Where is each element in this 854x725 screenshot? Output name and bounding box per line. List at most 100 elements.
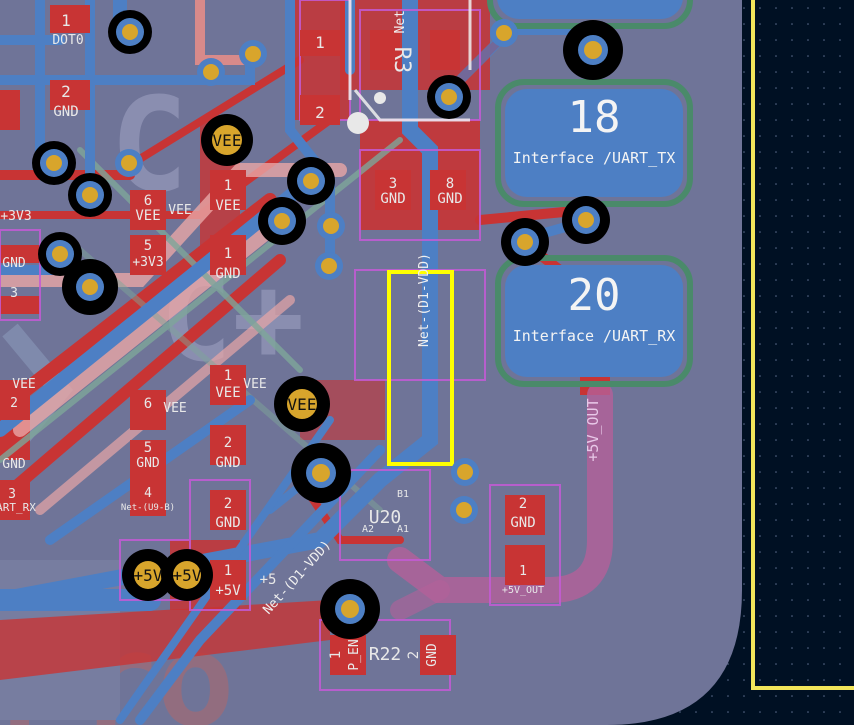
label-pin2-gnd-d: GND — [510, 515, 535, 531]
via[interactable] — [62, 259, 118, 315]
label-pin6-vee-num: 6 — [144, 193, 152, 209]
via[interactable] — [108, 10, 152, 54]
via[interactable] — [490, 19, 518, 47]
label-r3-pin1: 1 — [315, 33, 325, 52]
label-pin6-vee: VEE — [135, 208, 160, 224]
via[interactable] — [258, 197, 306, 245]
label-2-left: 2 — [10, 396, 18, 411]
label-vee-left: VEE — [243, 377, 266, 392]
label-pin5-gnd-num: 5 — [144, 440, 152, 456]
via-vee-1[interactable]: VEE — [201, 114, 253, 166]
silk-outlines — [348, 0, 472, 122]
net-label-d1-vdd-vertical: Net-(D1-VDD) — [417, 253, 432, 347]
label-pin2-gnd-c: GND — [215, 515, 240, 531]
board-edge-outline — [751, 0, 854, 690]
label-pin2-gnd-num: 2 — [61, 82, 71, 101]
label-gnd-left: GND — [2, 256, 26, 271]
via[interactable] — [427, 75, 471, 119]
label-3v3-left: +3V3 — [0, 209, 31, 224]
label-pin5-3v3: +3V3 — [132, 255, 163, 270]
label-pin3-gnd-num: 3 — [389, 176, 397, 192]
label-pin6-vee-b: VEE — [163, 401, 186, 416]
via-vee-1-label: VEE — [213, 131, 242, 150]
via[interactable] — [197, 58, 225, 86]
label-pin2-gnd-e: GND — [425, 643, 440, 667]
via-5v-b[interactable]: +5V — [161, 549, 213, 601]
label-pin1-vee: VEE — [215, 198, 240, 214]
label-pin5-gnd: GND — [136, 456, 160, 471]
selected-footprint-highlight[interactable] — [387, 270, 454, 466]
net-label-5v-out: +5V_OUT — [584, 398, 602, 461]
pad-18-net: Interface /UART_TX — [513, 149, 676, 167]
label-pin2-gnd-b-num: 2 — [224, 435, 232, 451]
pad-18[interactable]: 18 Interface /UART_TX — [495, 79, 693, 207]
label-pin6-vee-b-num: 6 — [144, 396, 152, 412]
via-5v-b-label: +5V — [173, 566, 202, 585]
label-r3-pin2: 2 — [315, 103, 325, 122]
label-3-left: 3 — [10, 286, 18, 301]
via[interactable] — [68, 173, 112, 217]
via[interactable] — [562, 196, 610, 244]
label-vee-left2: VEE — [12, 377, 35, 392]
via[interactable] — [115, 149, 143, 177]
label-a2: A2 — [362, 524, 374, 535]
via[interactable] — [315, 252, 343, 280]
label-r3: R3 — [389, 47, 414, 74]
label-pin3-small: 3 — [8, 487, 16, 502]
via[interactable] — [291, 443, 351, 503]
label-pin1-vee-b: VEE — [215, 385, 240, 401]
label-pin2-gnd-b: GND — [215, 455, 240, 471]
label-pin1-5vout-num: 1 — [519, 564, 527, 579]
label-pin8-gnd-num: 8 — [446, 176, 454, 192]
label-pin3-gnd: GND — [380, 191, 405, 207]
label-u20: U20 — [369, 507, 402, 528]
label-pin1-vee-b-num: 1 — [224, 368, 232, 384]
net-label-top: Net — [393, 10, 408, 33]
label-b1: B1 — [397, 489, 409, 500]
label-pin1-vee-num: 1 — [224, 178, 232, 194]
label-pin1-pen: P_EN — [347, 639, 362, 670]
label-vee-plain: VEE — [168, 203, 191, 218]
via[interactable] — [287, 157, 335, 205]
label-gnd-left2: GND — [2, 457, 26, 472]
label-plus5-diag: +5 — [260, 572, 277, 588]
label-pin4-net-num: 4 — [144, 486, 152, 501]
label-pin8-gnd: GND — [437, 191, 462, 207]
label-uart-rx-small: ART_RX — [0, 501, 36, 514]
via-5v-a[interactable]: +5V — [122, 549, 174, 601]
silk-dots — [347, 92, 386, 134]
label-pin1-gnd-num: 1 — [224, 246, 232, 262]
label-pin1-pen-num: 1 — [328, 651, 344, 659]
via-vee-2-label: VEE — [288, 395, 317, 414]
label-pin1-5vout: +5V_OUT — [502, 585, 544, 596]
via[interactable] — [451, 458, 479, 486]
label-pin2-gnd-c-num: 2 — [224, 496, 232, 512]
smd-pads — [0, 5, 545, 675]
label-a1: A1 — [397, 524, 409, 535]
label-pin1-5v: +5V — [215, 583, 241, 599]
via[interactable] — [450, 496, 478, 524]
label-pin1-5v-num: 1 — [224, 563, 232, 579]
label-pin2-gnd-e-num: 2 — [406, 651, 422, 659]
pad-20-net: Interface /UART_RX — [513, 327, 676, 345]
label-pin5-3v3-num: 5 — [144, 238, 152, 254]
via[interactable] — [239, 40, 267, 68]
pad-18-number: 18 — [568, 92, 621, 143]
pad-20-number: 20 — [568, 270, 621, 321]
via[interactable] — [317, 212, 345, 240]
via-5v-a-label: +5V — [134, 566, 163, 585]
label-pin2-gnd: GND — [53, 104, 78, 120]
pad-20[interactable]: 20 Interface /UART_RX — [495, 255, 693, 387]
label-pin2-gnd-d-num: 2 — [519, 496, 527, 512]
via-vee-2[interactable]: VEE — [274, 376, 330, 432]
via[interactable] — [320, 579, 380, 639]
via[interactable] — [563, 20, 623, 80]
label-r22: R22 — [369, 644, 402, 665]
label-pin1-top: 1 — [61, 11, 71, 30]
via[interactable] — [38, 232, 82, 276]
label-dot0: DOT0 — [52, 33, 83, 48]
via[interactable] — [501, 218, 549, 266]
via[interactable] — [32, 141, 76, 185]
